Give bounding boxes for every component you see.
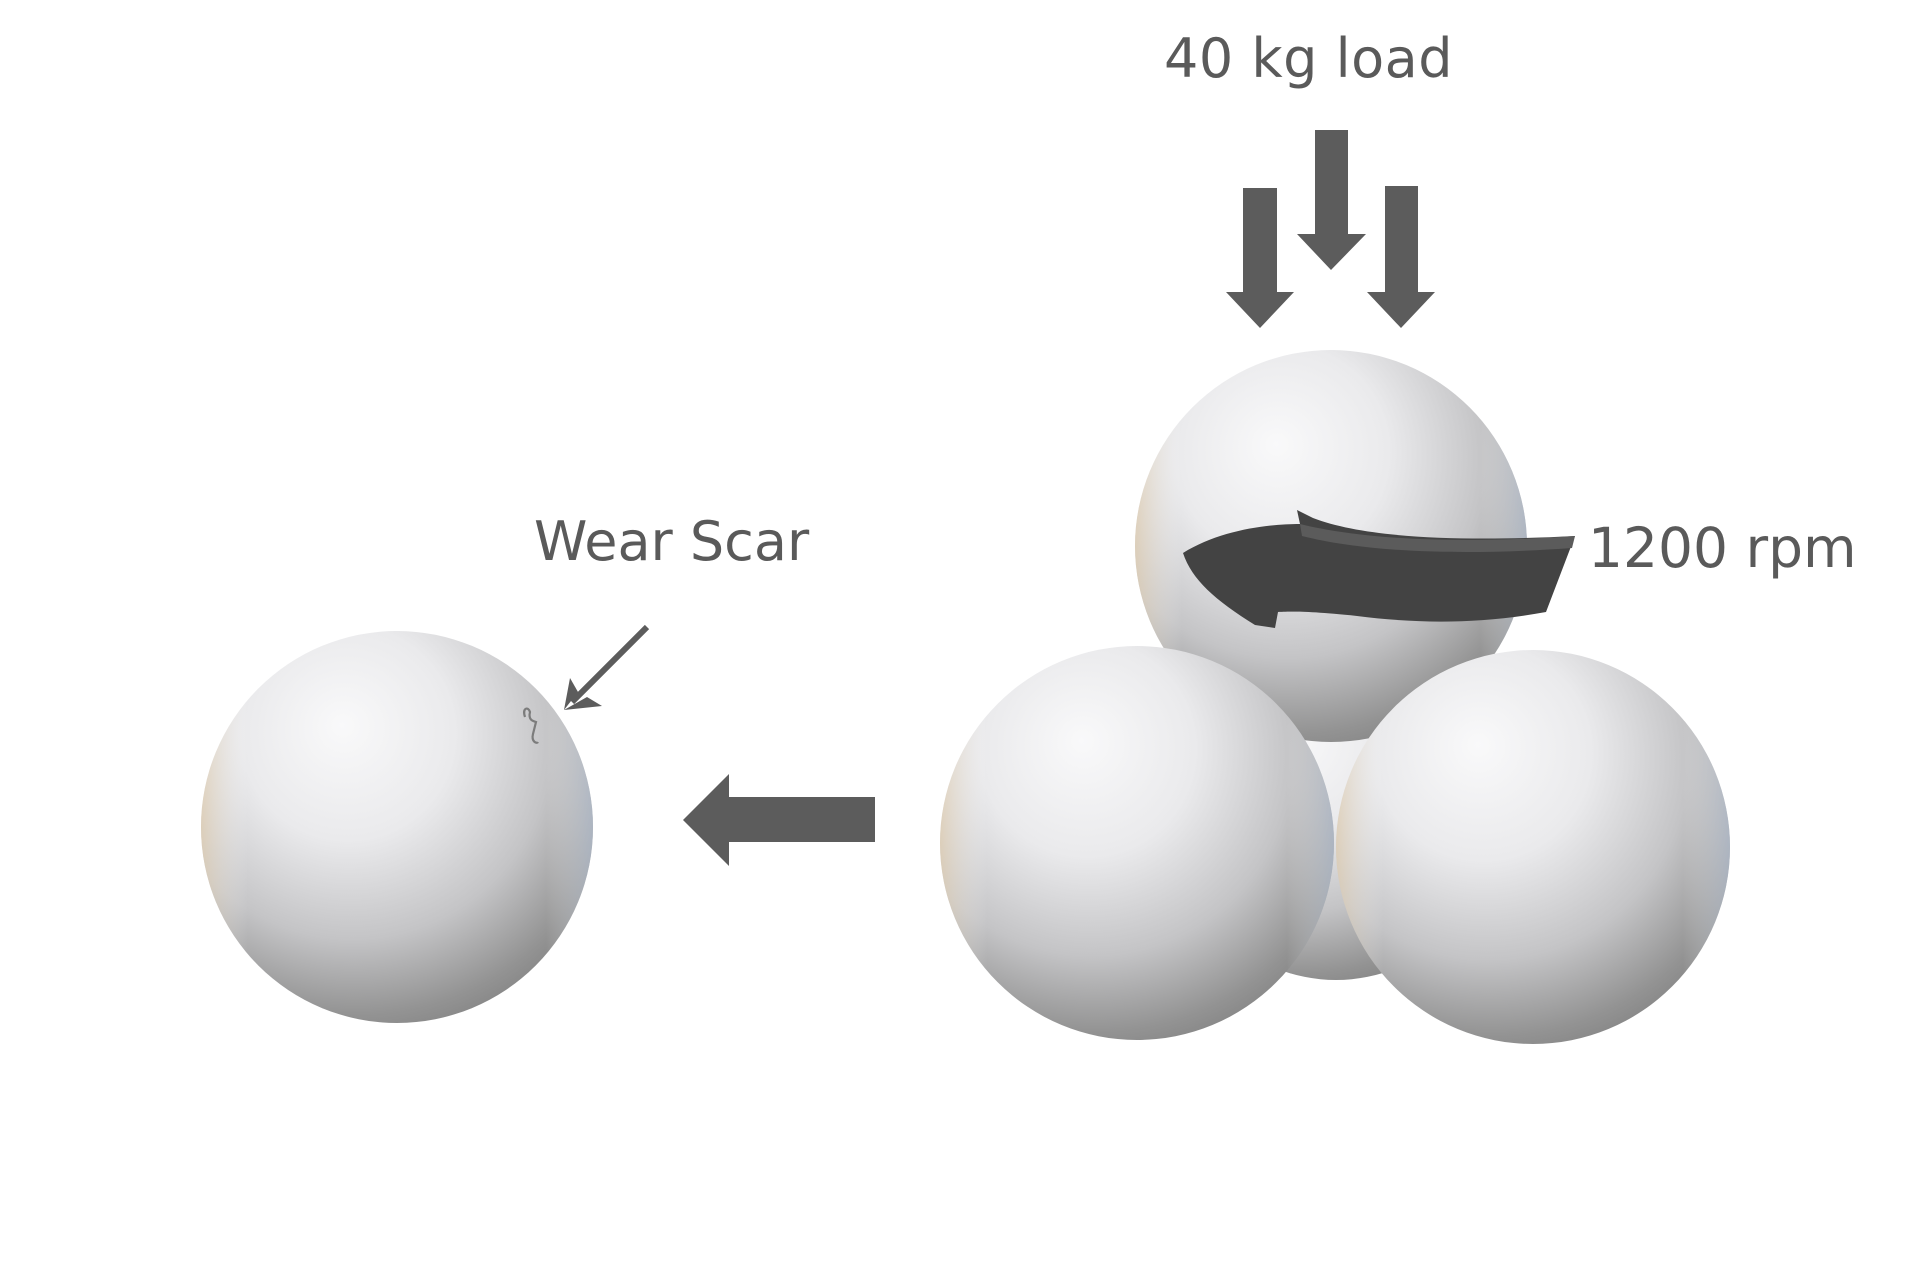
down-arrow-icon — [1226, 130, 1435, 328]
wear-scar-mark — [523, 707, 539, 744]
load-label: 40 kg load — [1164, 27, 1454, 90]
speed-label: 1200 rpm — [1588, 516, 1857, 580]
curved-arrow-icon — [1183, 510, 1575, 628]
bottom-right-ball — [1336, 650, 1730, 1044]
left-arrow-icon — [683, 774, 875, 866]
four-ball-assembly — [940, 130, 1730, 1044]
wear-scar-label: Wear Scar — [534, 510, 810, 573]
bottom-left-ball — [940, 646, 1334, 1040]
single-ball — [201, 631, 593, 1023]
diagonal-arrow-icon — [564, 624, 650, 710]
